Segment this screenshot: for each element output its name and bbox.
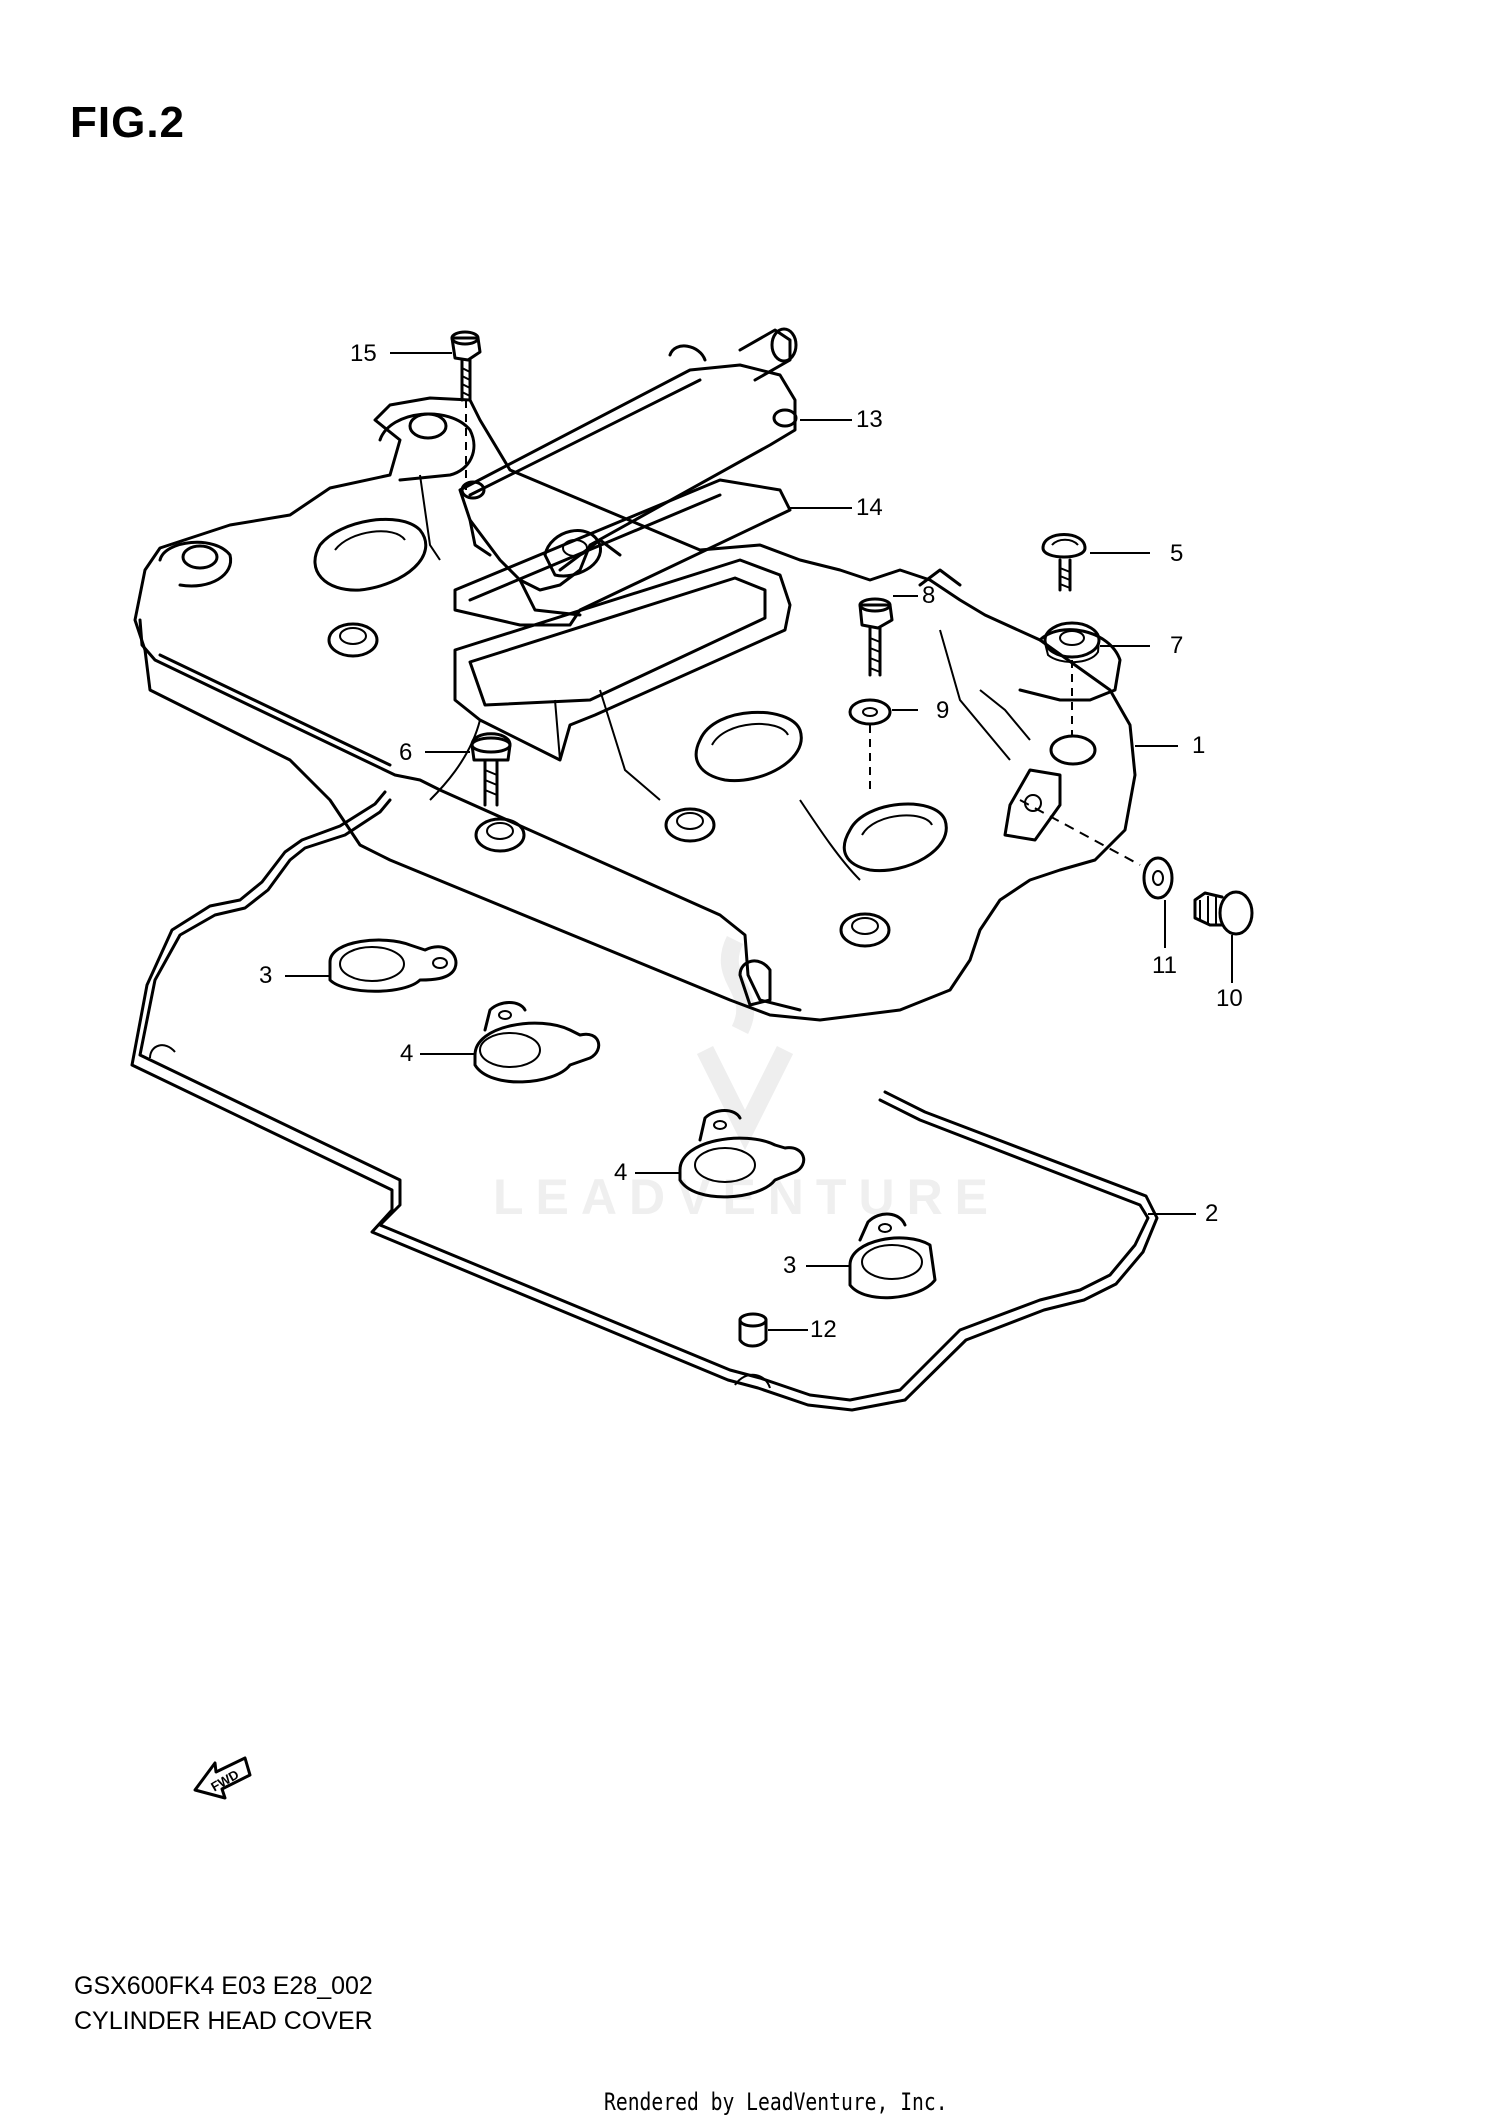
callout-6: 6 (399, 739, 413, 766)
callout-leaders (285, 352, 1233, 1331)
diagram-code: GSX600FK4 E03 E28_002 (74, 1972, 373, 2000)
plug-seal-3-upper (328, 938, 458, 993)
grommet-7 (1043, 621, 1101, 735)
callout-4-upper: 4 (400, 1040, 414, 1067)
plug-seal-4-lower (678, 1109, 806, 1199)
cylinder-head-cover (133, 396, 1137, 1022)
diagram-subtitle: CYLINDER HEAD COVER (74, 2007, 373, 2035)
watermark-logo (696, 935, 794, 1151)
callout-1: 1 (1192, 732, 1206, 759)
rendered-by-credit: Rendered by LeadVenture, Inc. (604, 2088, 948, 2116)
head-cover-gasket (130, 790, 1159, 1412)
callout-10: 10 (1216, 985, 1243, 1012)
bolt-15 (450, 330, 482, 490)
bolt-6 (470, 732, 512, 807)
bolt-10 (1193, 890, 1254, 936)
callout-8: 8 (922, 582, 936, 609)
callout-2: 2 (1205, 1200, 1219, 1227)
callout-3-lower: 3 (783, 1252, 797, 1279)
callout-12: 12 (810, 1316, 837, 1343)
callout-11: 11 (1152, 952, 1177, 979)
breather-cover (458, 327, 798, 592)
washer-9 (848, 698, 892, 790)
callout-15: 15 (350, 340, 377, 367)
figure-title: FIG.2 (70, 98, 186, 147)
callout-9: 9 (936, 697, 950, 724)
callout-14: 14 (856, 494, 883, 521)
breather-plate-gasket (453, 478, 792, 627)
forward-direction-arrow (193, 1756, 252, 1800)
bolt-8 (858, 597, 894, 677)
plug-seal-3-lower (848, 1212, 937, 1300)
dowel-pin-12 (738, 1312, 768, 1348)
callout-13: 13 (856, 406, 883, 433)
washer-11 (1019, 799, 1174, 900)
callout-7: 7 (1170, 632, 1184, 659)
screw-5 (1041, 533, 1087, 592)
plug-seal-4-upper (473, 1001, 601, 1084)
callout-5: 5 (1170, 540, 1184, 567)
callout-4-lower: 4 (614, 1159, 628, 1186)
callout-3-upper: 3 (259, 962, 273, 989)
